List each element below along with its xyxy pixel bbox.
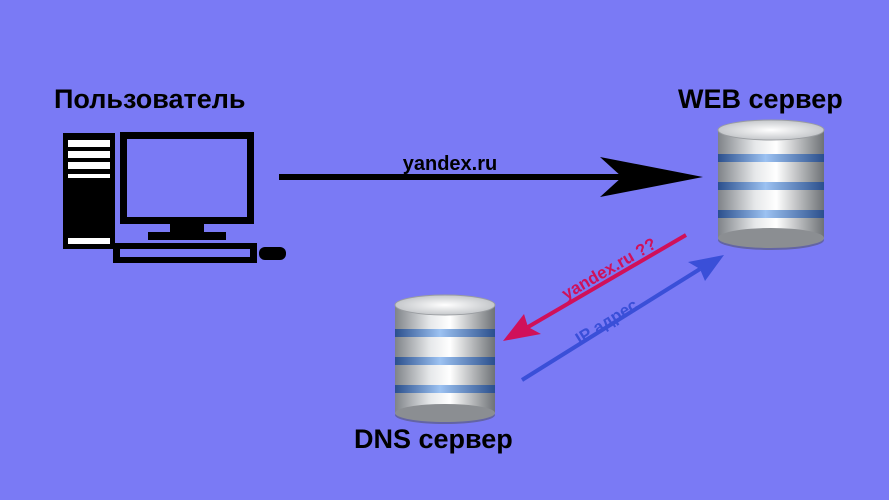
- pc-monitor-neck: [170, 224, 204, 234]
- pc-monitor-stand: [148, 232, 226, 240]
- pc-tower-bay: [68, 162, 110, 169]
- web-server-label: WEB сервер: [678, 84, 843, 114]
- dns-query-label: yandex.ru ??: [559, 234, 660, 303]
- pc-tower-bay: [68, 151, 110, 158]
- pc-tower: [63, 133, 115, 249]
- pc-tower-bay: [68, 174, 110, 178]
- pc-monitor-screen: [127, 139, 247, 217]
- dns-server-label: DNS сервер: [354, 424, 513, 454]
- user-label: Пользователь: [54, 84, 246, 114]
- dns-reply-label: IP адрес: [572, 295, 641, 348]
- request-arrow: yandex.ru: [279, 153, 703, 197]
- pc-keyboard-keys: [120, 249, 250, 257]
- pc-tower-base: [68, 238, 110, 244]
- database-server-icon: [394, 294, 496, 424]
- request-arrow-label: yandex.ru: [403, 153, 497, 175]
- database-server-icon: [717, 119, 825, 250]
- desktop-computer-icon: [63, 132, 286, 263]
- pc-tower-bay: [68, 140, 110, 147]
- pc-mouse: [259, 247, 286, 260]
